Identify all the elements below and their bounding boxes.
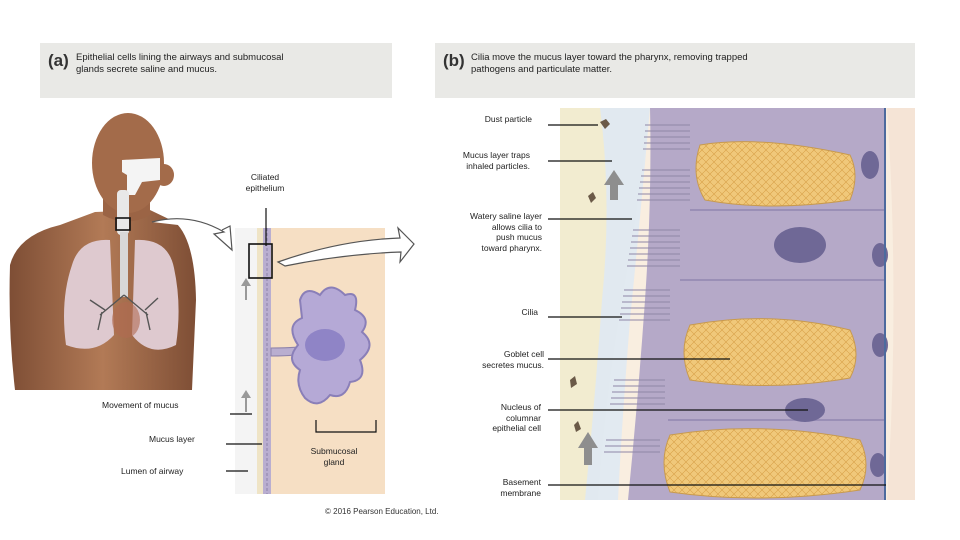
copyright-credit: © 2016 Pearson Education, Ltd. xyxy=(325,507,439,516)
ciliated-epithelium-line1: Ciliated xyxy=(250,172,280,182)
ciliated-epithelium-line2: epithelium xyxy=(245,182,285,193)
panel-b-letter: (b) xyxy=(443,51,465,70)
goblet-cell-line1: Goblet cell xyxy=(503,349,544,359)
basement-membrane-line1: Basement xyxy=(502,477,541,487)
panel-a-caption-line1: Epithelial cells lining the airways and … xyxy=(76,52,284,63)
ciliated-epithelium-label: Ciliated epithelium xyxy=(228,172,302,193)
panel-a-caption-line2: glands secrete saline and mucus. xyxy=(76,63,217,75)
mucus-layer-label: Mucus layer xyxy=(149,434,195,444)
airway-tissue-section xyxy=(235,228,385,494)
submucosal-gland-label: Submucosal gland xyxy=(300,446,368,467)
goblet-cell-line2: secretes mucus. xyxy=(482,359,544,370)
mucus-traps-line2: inhaled particles. xyxy=(466,160,530,171)
panel-b-caption-line2: pathogens and particulate matter. xyxy=(471,63,613,75)
lumen-of-airway-label: Lumen of airway xyxy=(121,466,184,476)
watery-saline-line2: allows cilia to xyxy=(491,221,542,232)
submucosal-gland-line2: gland xyxy=(323,456,345,467)
basement-membrane-label: Basement membrane xyxy=(460,477,541,498)
watery-saline-label: Watery saline layer allows cilia to push… xyxy=(430,211,542,253)
panel-b-caption-line1: Cilia move the mucus layer toward the ph… xyxy=(471,52,748,63)
basement-membrane-line2: membrane xyxy=(500,487,541,498)
nucleus-line2: columnar xyxy=(506,412,541,423)
watery-saline-line3: push mucus xyxy=(496,232,542,242)
cilia-label: Cilia xyxy=(521,307,538,317)
nucleus-line3: epithelial cell xyxy=(492,423,541,433)
submucosal-gland-line1: Submucosal xyxy=(310,446,358,456)
panel-b-caption: Cilia move the mucus layer toward the ph… xyxy=(471,52,748,75)
panel-b-header: (b) Cilia move the mucus layer toward th… xyxy=(435,43,915,98)
human-torso-figure xyxy=(9,113,196,390)
mucus-traps-label: Mucus layer traps inhaled particles. xyxy=(420,150,530,171)
goblet-cell-label: Goblet cell secretes mucus. xyxy=(430,349,544,370)
movement-of-mucus-label: Movement of mucus xyxy=(102,400,179,410)
dust-particle-label: Dust particle xyxy=(484,114,532,124)
panel-a-caption: Epithelial cells lining the airways and … xyxy=(76,52,284,75)
ciliated-epithelium-detail xyxy=(560,108,915,500)
panel-b-leaders xyxy=(548,124,886,486)
watery-saline-line4: toward pharynx. xyxy=(481,242,542,253)
panel-a-letter: (a) xyxy=(48,51,69,70)
panel-a-leaders xyxy=(226,208,377,472)
watery-saline-line1: Watery saline layer xyxy=(470,211,542,221)
panel-a-header: (a) Epithelial cells lining the airways … xyxy=(40,43,392,98)
mucus-traps-line1: Mucus layer traps xyxy=(462,150,530,160)
nucleus-line1: Nucleus of xyxy=(500,402,541,412)
nucleus-label: Nucleus of columnar epithelial cell xyxy=(440,402,541,434)
cilia-strands xyxy=(604,124,690,453)
